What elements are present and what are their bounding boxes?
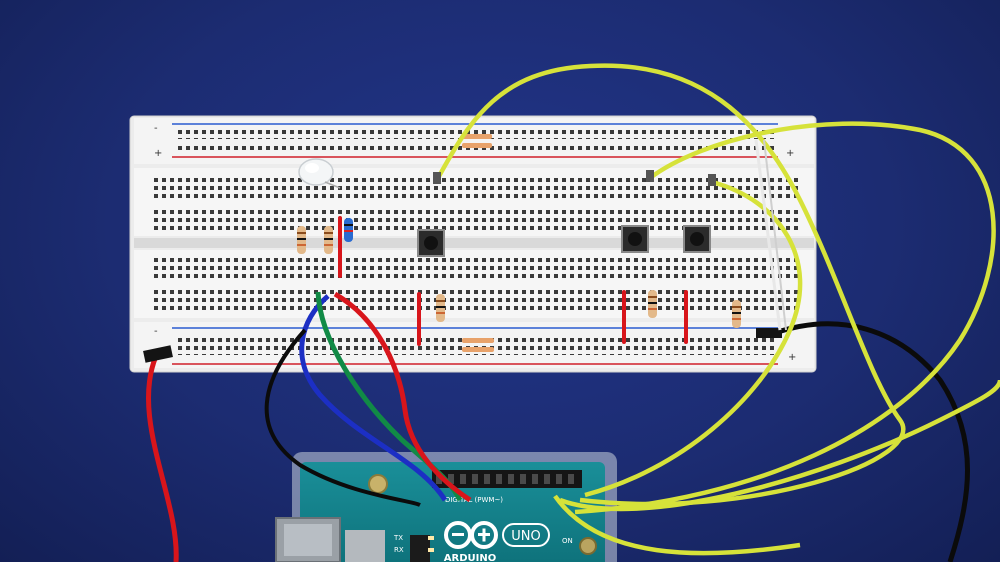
wire-yellow-3	[584, 179, 803, 498]
rail-plus-right-bottom: +	[788, 352, 796, 363]
wire-yellow-5	[553, 494, 801, 556]
resistor-blue	[344, 218, 353, 242]
resistor	[324, 226, 333, 254]
reset-button	[368, 474, 388, 494]
resistor	[436, 294, 445, 322]
breadboard: - + - + - +	[129, 115, 817, 373]
rail-minus-left-bottom: -	[154, 326, 158, 337]
push-button	[683, 225, 711, 253]
wire-red-power	[146, 355, 179, 562]
rail-minus-left-top: -	[154, 123, 158, 134]
push-button	[621, 225, 649, 253]
tx-label: TX	[393, 534, 403, 542]
arduino-brand-label: ARDUINO	[444, 553, 496, 562]
jumper-wires-red	[338, 216, 688, 346]
rail-resistor-bottom	[462, 338, 494, 352]
rx-label: RX	[394, 546, 404, 554]
on-label: ON	[562, 537, 573, 545]
arduino-board: UNO ARDUINO DIGITAL (PWM~) TX RX ON	[275, 452, 617, 562]
resistor	[297, 226, 306, 254]
uno-badge	[502, 523, 550, 547]
arduino-logo	[444, 521, 498, 549]
wire-yellow-1	[436, 63, 906, 507]
push-button	[417, 229, 445, 257]
rail-resistor-top	[462, 134, 492, 148]
wire-white	[754, 139, 782, 331]
led	[298, 158, 341, 189]
arduino-model-label: UNO	[511, 529, 540, 544]
wire-black-right	[771, 321, 970, 562]
rail-plus-left-top: +	[154, 148, 162, 159]
wire-pin	[433, 172, 441, 184]
wire-red	[333, 291, 472, 503]
wire-yellow-2	[574, 121, 996, 515]
wire-black	[264, 328, 421, 507]
resistor	[732, 300, 741, 328]
wire-blue	[299, 294, 448, 502]
rail-plus-right-top: +	[786, 148, 794, 159]
wire-pin	[646, 170, 654, 182]
wire-yellow-4	[559, 379, 1000, 512]
wire-pin	[708, 174, 716, 186]
digital-header-label: DIGITAL (PWM~)	[445, 496, 503, 504]
resistor	[648, 290, 657, 318]
